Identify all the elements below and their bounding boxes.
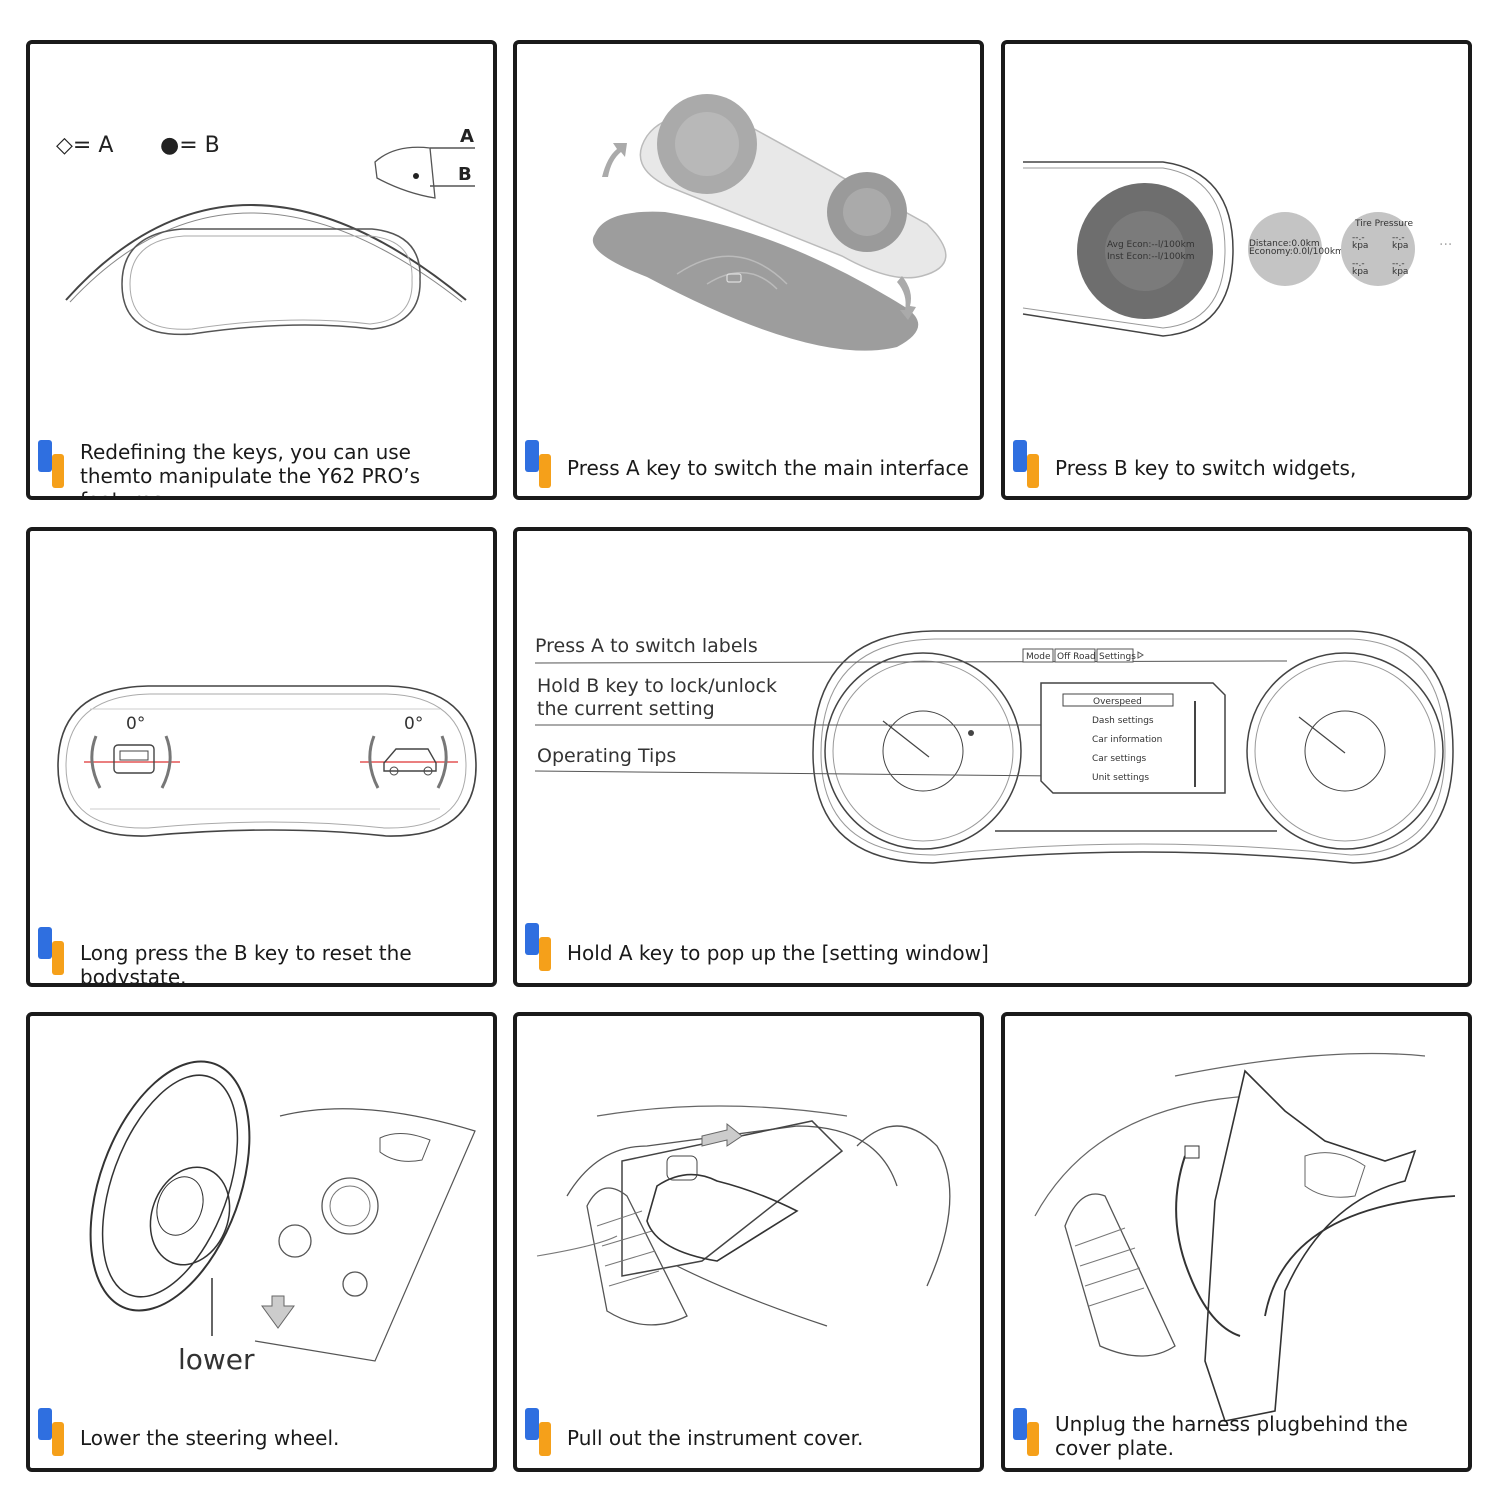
caption: Press A key to switch the main interface <box>567 456 969 480</box>
widget1-line1: Avg Econ:--l/100km <box>1107 240 1195 250</box>
widgets-illustration: Avg Econ:--l/100km Inst Econ:--l/100km D… <box>1022 161 1452 337</box>
more-widgets: ··· <box>1439 237 1452 253</box>
svg-text:kpa: kpa <box>1392 267 1408 277</box>
caption: Redefining the keys, you can use themto … <box>80 440 421 500</box>
panel-switch-interface: Press A key to switch the main interface <box>513 40 984 500</box>
menu-overspeed: Overspeed <box>1093 697 1142 707</box>
panel-switch-widgets: Avg Econ:--l/100km Inst Econ:--l/100km D… <box>1001 40 1472 500</box>
svg-text:--.-: --.- <box>1352 233 1365 243</box>
controller-illustration <box>592 94 947 351</box>
bodystate-illustration: 0° 0° <box>57 685 477 837</box>
panel-lower-wheel: lower Lower the steering wheel. <box>26 1012 497 1472</box>
caption-marker <box>38 440 68 488</box>
widget2-line2: Economy:0.0l/100km <box>1249 247 1344 257</box>
tab-mode: Mode <box>1026 652 1051 662</box>
angle-right: 0° <box>404 714 423 734</box>
caption: Press B key to switch widgets, <box>1055 456 1357 480</box>
menu-unit-settings: Unit settings <box>1092 773 1149 783</box>
instrument-cover-illustration <box>536 1105 951 1327</box>
svg-text:kpa: kpa <box>1352 241 1368 251</box>
caption-marker <box>1013 440 1043 488</box>
panel-pull-cover: Pull out the instrument cover. <box>513 1012 984 1472</box>
caption-marker <box>38 1408 68 1456</box>
settings-tabs: Mode Off Road Settings <box>1022 648 1144 663</box>
caption-marker <box>525 923 555 971</box>
harness-illustration <box>1034 1052 1456 1422</box>
svg-text:--.-: --.- <box>1352 259 1365 269</box>
panel-redefine-keys: ◇= A ●= B A B Redefining the keys, you c… <box>26 40 497 500</box>
panel-reset-bodystate: 0° 0° Long press the B key to reset the … <box>26 527 497 987</box>
caption: Pull out the instrument cover. <box>567 1426 864 1450</box>
steering-wheel-illustration: lower <box>89 1060 476 1376</box>
svg-text:--.-: --.- <box>1392 233 1405 243</box>
cluster-settings-illustration: Mode Off Road Settings Overspeed Dash se… <box>534 630 1454 864</box>
label-operating-tips: Operating Tips <box>537 745 677 767</box>
label-a: A <box>460 126 474 147</box>
tab-off-road: Off Road <box>1057 652 1096 662</box>
caption-marker <box>525 440 555 488</box>
caption-marker <box>1013 1408 1043 1456</box>
caption-marker <box>38 927 68 975</box>
legend-b: ●= B <box>160 133 220 158</box>
dash-outline-illustration: ◇= A ●= B A B <box>56 126 475 336</box>
legend-a: ◇= A <box>56 133 113 158</box>
tab-settings: Settings <box>1099 652 1136 662</box>
menu-dash-settings: Dash settings <box>1092 716 1154 726</box>
label-lock-unlock: Hold B key to lock/unlock the current se… <box>537 675 777 720</box>
menu-car-settings: Car settings <box>1092 754 1147 764</box>
caption-marker <box>525 1408 555 1456</box>
caption: Hold A key to pop up the [setting window… <box>567 941 989 965</box>
angle-left: 0° <box>126 714 145 734</box>
label-b: B <box>458 164 472 185</box>
svg-text:kpa: kpa <box>1392 241 1408 251</box>
menu-car-information: Car information <box>1092 735 1162 745</box>
svg-text:kpa: kpa <box>1352 267 1368 277</box>
caption: Unplug the harness plugbehind the cover … <box>1055 1412 1408 1460</box>
svg-text:--.-: --.- <box>1392 259 1405 269</box>
widget2-line1: Distance:0.0km <box>1249 239 1320 249</box>
caption: Long press the B key to reset the bodyst… <box>80 941 412 987</box>
lower-label: lower <box>178 1343 255 1376</box>
widget1-line2: Inst Econ:--l/100km <box>1107 252 1195 262</box>
label-switch-labels: Press A to switch labels <box>535 635 758 657</box>
widget3-title: Tire Pressure <box>1354 219 1414 229</box>
panel-unplug-harness: Unplug the harness plugbehind the cover … <box>1001 1012 1472 1472</box>
caption: Lower the steering wheel. <box>80 1426 340 1450</box>
panel-setting-window: Mode Off Road Settings Overspeed Dash se… <box>513 527 1472 987</box>
